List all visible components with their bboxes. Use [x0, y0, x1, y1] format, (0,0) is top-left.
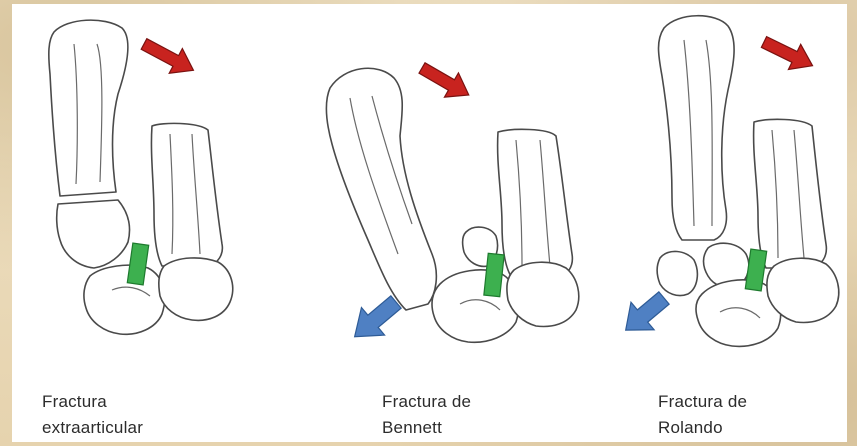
red-arrow — [758, 29, 819, 78]
caption-line: Fractura de — [382, 389, 471, 415]
caption-line: Rolando — [658, 415, 747, 441]
caption-line: Fractura — [42, 389, 143, 415]
caption-rolando: Fractura de Rolando — [658, 389, 747, 441]
first-metacarpal-shaft — [659, 16, 735, 240]
trapezium — [84, 265, 165, 334]
first-metacarpal-shaft — [49, 20, 128, 196]
caption-bennett: Fractura de Bennett — [382, 389, 471, 441]
metacarpal-base — [57, 200, 130, 268]
caption-line: Fractura de — [658, 389, 747, 415]
figure-bennett — [302, 4, 592, 384]
figure-extraarticular — [12, 4, 282, 384]
second-metacarpal — [151, 123, 222, 266]
caption-line: Bennett — [382, 415, 471, 441]
blue-arrow — [614, 284, 675, 344]
red-arrow — [137, 32, 200, 83]
figure-rolando — [602, 4, 847, 384]
rolando-fragment-left — [657, 251, 697, 295]
trapezoid — [159, 258, 233, 320]
second-metacarpal — [754, 119, 827, 268]
caption-extraarticular: Fractura extraarticular — [42, 389, 143, 441]
trapezium — [432, 270, 519, 342]
red-arrow — [415, 56, 476, 107]
first-metacarpal-shaft — [326, 68, 436, 310]
diagram-panel: Fractura extraarticular Fractura de Benn… — [12, 4, 847, 442]
second-metacarpal — [498, 129, 573, 278]
caption-line: extraarticular — [42, 415, 143, 441]
